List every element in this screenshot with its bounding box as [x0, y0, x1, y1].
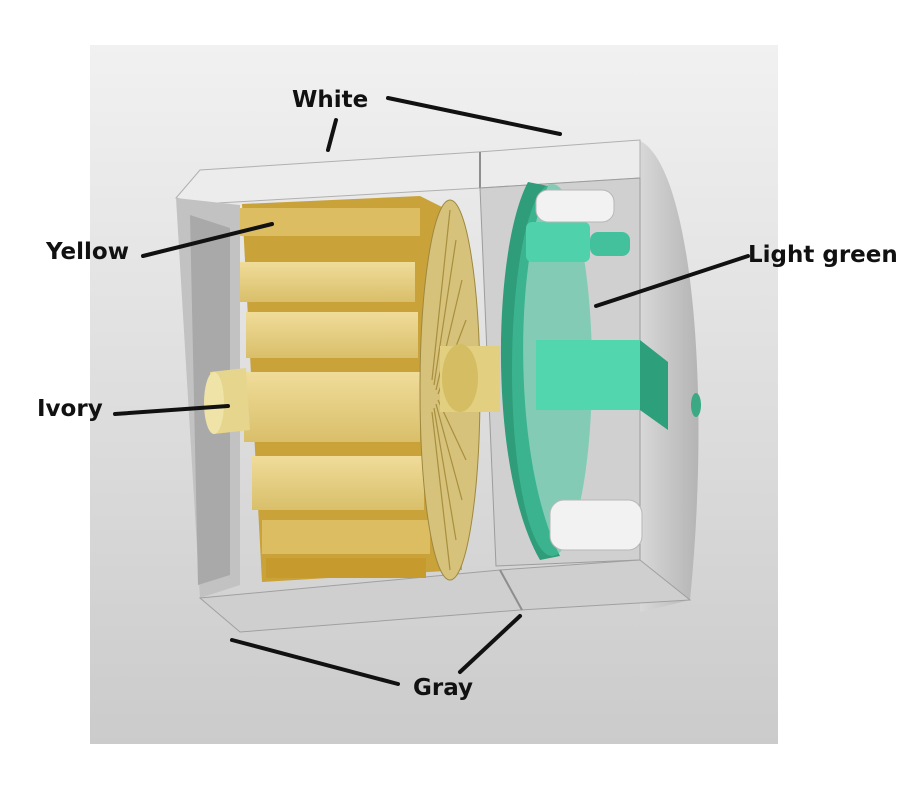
- ivory-hub-face: [442, 344, 478, 412]
- end-cap: [638, 140, 699, 612]
- housing-seam-bottom: [499, 569, 523, 611]
- stator-tooth: [240, 262, 415, 302]
- stator-tooth: [266, 558, 426, 578]
- leader-lines: [113, 96, 750, 686]
- stator-tooth: [244, 372, 420, 442]
- leader-gray-left: [230, 638, 400, 686]
- leader-white-right: [386, 96, 562, 136]
- stator-tooth: [262, 520, 430, 554]
- stator-tooth: [246, 312, 418, 358]
- green-pcb: [500, 182, 560, 560]
- ivory-shaft-end: [204, 372, 224, 434]
- white-standoff: [535, 189, 615, 223]
- label-gray: Gray: [413, 675, 474, 701]
- label-ivory: Ivory: [37, 396, 103, 422]
- leader-yellow: [141, 222, 274, 258]
- white-standoff: [549, 499, 643, 551]
- leader-gray-right: [458, 614, 522, 674]
- green-connector-pin: [590, 232, 630, 256]
- leader-ivory: [113, 404, 230, 416]
- label-light-green: Light green: [748, 242, 898, 268]
- stator-tooth: [240, 208, 420, 236]
- label-yellow: Yellow: [46, 239, 129, 265]
- cap-hole: [691, 393, 701, 417]
- white-housing-top: [175, 139, 641, 205]
- green-sensor-side: [640, 340, 668, 430]
- green-sensor-block: [536, 340, 640, 410]
- label-white: White: [292, 87, 369, 113]
- green-connector: [526, 222, 590, 262]
- stator-tooth: [252, 456, 424, 510]
- leader-light-green: [594, 254, 750, 308]
- leader-white-left: [326, 118, 338, 152]
